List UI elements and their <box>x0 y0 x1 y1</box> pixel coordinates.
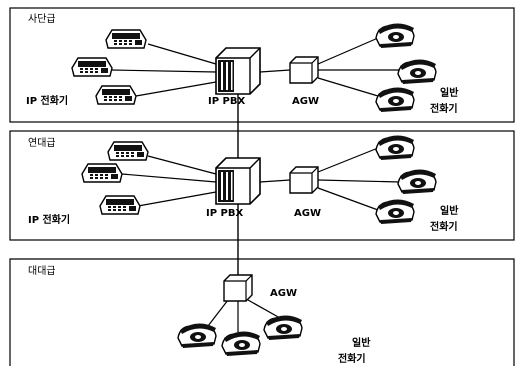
analog-phone-label-line1: 일반 <box>440 204 459 217</box>
analog-phone-icon <box>375 22 415 49</box>
link-pbx-agw <box>259 69 291 73</box>
analog-phone-label-line1: 일반 <box>352 336 371 349</box>
analog-phone-label-line2: 전화기 <box>430 220 458 233</box>
ip-pbx-icon <box>215 157 261 205</box>
section-regiment: 연대급 IP 전화기 IP PBX AGW 일반 전화기 <box>28 134 459 233</box>
agw-gateway-icon <box>289 56 319 84</box>
link-agw-phone-3 <box>317 187 379 211</box>
analog-phone-label-line2: 전화기 <box>430 102 458 115</box>
link-ipphone-1 <box>147 155 217 175</box>
link-ipphone-2 <box>111 69 217 73</box>
agw-gateway-icon <box>289 166 319 194</box>
analog-phone-icon <box>375 134 415 161</box>
link-ipphone-2 <box>121 173 217 183</box>
link-ipphone-1 <box>147 43 217 65</box>
ip-phone-icon <box>95 85 137 105</box>
pbx-label: IP PBX <box>206 208 243 219</box>
analog-phone-icon <box>263 314 303 341</box>
section-battalion: 대대급 AGW 일반 전화기 <box>28 265 371 365</box>
analog-phone-icon <box>397 168 437 195</box>
agw-label: AGW <box>294 208 321 219</box>
agw-gateway-icon <box>223 274 253 302</box>
section-division: 사단급 IP 전화기 IP PBX AGW 일반 전화기 <box>26 13 459 115</box>
agw-label: AGW <box>292 96 319 107</box>
section-frame-division <box>9 7 515 123</box>
ip-phone-icon <box>99 195 141 215</box>
link-agw-phone-1 <box>317 37 379 65</box>
analog-phone-icon <box>221 330 261 357</box>
analog-phone-label-line1: 일반 <box>440 86 459 99</box>
ip-pbx-icon <box>215 47 261 95</box>
link-ipphone-3 <box>135 81 217 97</box>
section-title: 연대급 <box>28 137 56 149</box>
analog-phone-icon <box>177 322 217 349</box>
link-ipphone-3 <box>137 191 217 207</box>
ip-phone-icon <box>107 141 149 161</box>
analog-phone-icon <box>375 86 415 113</box>
ip-phone-label: IP 전화기 <box>26 94 68 107</box>
link-agw-phone-1 <box>317 147 379 173</box>
pbx-label: IP PBX <box>208 96 245 107</box>
link-agw-phone-1 <box>207 299 229 327</box>
section-title: 사단급 <box>28 13 56 25</box>
link-agw-phone-2 <box>317 179 401 183</box>
section-frame-battalion <box>9 258 515 366</box>
link-agw-phone-3 <box>317 77 379 97</box>
link-pbx-agw <box>259 179 291 183</box>
agw-label: AGW <box>270 288 297 299</box>
section-frame-regiment <box>9 130 515 241</box>
ip-phone-icon <box>105 29 147 49</box>
section-title: 대대급 <box>28 265 56 277</box>
analog-phone-label-line2: 전화기 <box>338 352 366 365</box>
ip-phone-label: IP 전화기 <box>28 213 70 226</box>
analog-phone-icon <box>397 58 437 85</box>
link-agw-phone-3 <box>247 299 281 319</box>
analog-phone-icon <box>375 198 415 225</box>
ip-phone-icon <box>81 163 123 183</box>
ip-phone-icon <box>71 57 113 77</box>
